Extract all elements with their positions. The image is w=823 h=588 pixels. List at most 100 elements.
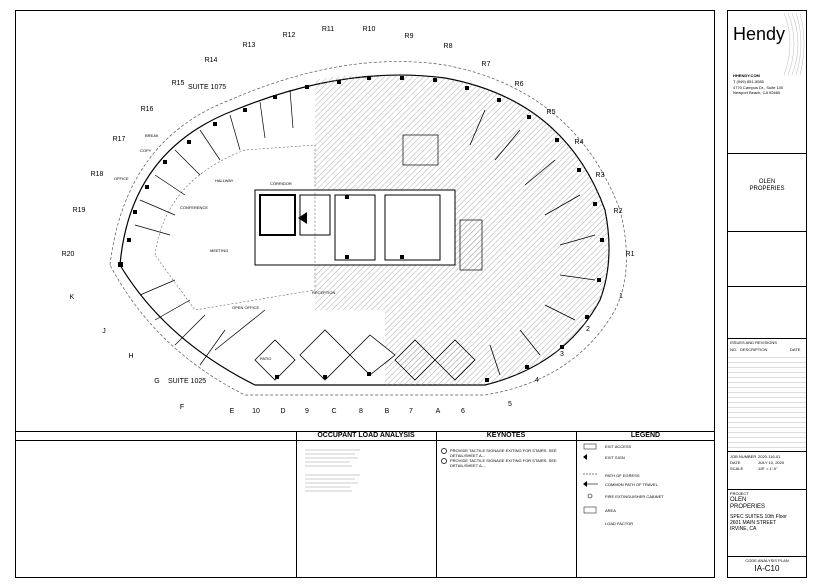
grid-label: R16: [140, 106, 154, 113]
grid-label: F: [179, 404, 185, 411]
grid-label: 9: [305, 408, 309, 415]
legend-item: EXIT ACCESS: [605, 444, 632, 449]
grid-label: R6: [514, 81, 524, 88]
legend-item: FIRE EXTINGUISHER CABINET: [605, 494, 664, 499]
panel-header-divider: [15, 440, 715, 441]
date-label: DATE: [730, 460, 741, 465]
grid-label: H: [128, 353, 134, 360]
grid-label: K: [69, 294, 75, 301]
grid-label: 1: [619, 293, 623, 300]
keynote-text: PROVIDE TACTILE SIGNAGE EXITING FOR STAI…: [450, 448, 557, 458]
drawing-sheet: [15, 10, 715, 578]
legend-item: COMMON PATH OF TRAVEL: [605, 482, 658, 487]
sheet-number: IA-C10: [754, 564, 780, 573]
grid-label: R9: [404, 33, 414, 40]
scale-value: 1/8" = 1'-0": [758, 466, 778, 471]
project-name-1: OLEN: [730, 497, 747, 503]
keynote-bubble: [441, 458, 447, 464]
room-label: COPY: [140, 148, 152, 153]
grid-label: R14: [204, 57, 218, 64]
client-name-2: PROPERIES: [749, 186, 785, 192]
legend-item: EXIT SIGN: [605, 455, 625, 460]
grid-label: C: [331, 408, 337, 415]
revisions-title: ISSUES AND REVISIONS: [730, 340, 777, 345]
scale-label: SCALE: [730, 466, 744, 471]
client-name-1: OLEN: [758, 179, 776, 185]
title-block: Hendy HHENDY.COM T (949) 851-5085 4770 C…: [727, 10, 807, 578]
room-label: CORRIDOR: [270, 181, 292, 186]
grid-label: 2: [586, 326, 590, 333]
rev-col-desc: DESCRIPTION: [740, 347, 768, 352]
grid-label: B: [384, 408, 390, 415]
project-city: IRVINE, CA: [730, 526, 757, 532]
grid-label: E: [229, 408, 235, 415]
grid-label: R2: [613, 208, 623, 215]
tb-divider: [728, 286, 806, 287]
brand-pattern: [783, 13, 805, 75]
grid-label: R7: [481, 61, 491, 68]
brand-phone: T (949) 851-5085: [733, 79, 764, 84]
tb-divider: [728, 338, 806, 339]
grid-label: 4: [535, 377, 539, 384]
grid-label: R18: [90, 171, 104, 178]
grid-label: G: [154, 378, 160, 385]
legend-item: PATH OF EGRESS: [605, 473, 640, 478]
bottom-panel-row: [15, 431, 715, 578]
room-label: OFFICE: [114, 176, 129, 181]
grid-label: R8: [443, 43, 453, 50]
tb-divider: [728, 556, 806, 557]
tb-divider: [728, 231, 806, 232]
grid-label: R5: [546, 109, 556, 116]
grid-label: R3: [595, 172, 605, 179]
grid-label: 8: [359, 408, 363, 415]
keynote-text: PROVIDE TACTILE SIGNAGE EXITING FOR STAI…: [450, 458, 557, 468]
tb-divider: [728, 153, 806, 154]
grid-label: R15: [171, 80, 185, 87]
grid-label: R20: [61, 251, 75, 258]
brand-url: HHENDY.COM: [733, 73, 760, 78]
sheet-title: CODE ANALYSIS PLAN: [745, 558, 789, 563]
job-number-label: JOB NUMBER: [730, 454, 757, 459]
project-name-2: PROPERIES: [730, 504, 766, 510]
room-label: PATIO: [260, 356, 272, 361]
grid-label: R11: [321, 26, 335, 33]
grid-label: 3: [560, 351, 564, 358]
tb-divider: [728, 451, 806, 452]
grid-label: 6: [461, 408, 465, 415]
grid-label: 10: [252, 408, 260, 415]
revisions-table: [728, 353, 806, 449]
grid-label: R19: [72, 207, 86, 214]
job-number: 2020-116-01: [758, 454, 781, 459]
brand-address-1: 4770 Campus Dr., Suite 100: [733, 85, 784, 90]
floor-plan: [109, 61, 627, 396]
suite-label: SUITE 1025: [168, 378, 207, 385]
date-value: JULY 10, 2020: [758, 460, 785, 465]
panel-divider: [436, 431, 437, 578]
grid-label: R1: [625, 251, 635, 258]
grid-label: R12: [282, 32, 296, 39]
grid-label: R10: [362, 26, 376, 33]
panel-divider: [296, 431, 297, 578]
project-street: 2601 MAIN STREET: [730, 520, 777, 526]
project-label: PROJECT: [730, 491, 749, 496]
room-label: BREAK: [145, 133, 159, 138]
room-label: RECEPTION: [312, 290, 336, 295]
panel-divider: [576, 431, 577, 578]
room-label: OPEN OFFICE: [232, 305, 260, 310]
brand-logo: Hendy: [733, 24, 786, 44]
rev-col-date: DATE: [790, 347, 801, 352]
rev-col-no: NO.: [730, 347, 738, 352]
room-label: CONFERENCE: [180, 205, 209, 210]
grid-label: A: [435, 408, 441, 415]
grid-label: 7: [409, 408, 413, 415]
grid-label: 5: [508, 401, 512, 408]
occupant-load-heading: OCCUPANT LOAD ANALYSIS: [317, 432, 415, 439]
grid-label: J: [102, 328, 106, 335]
suite-label: SUITE 1075: [188, 84, 227, 91]
grid-label: R4: [574, 139, 584, 146]
legend-heading: LEGEND: [630, 432, 661, 439]
legend-item: LOAD FACTOR: [605, 521, 634, 526]
room-label: MEETING: [210, 248, 229, 253]
keynote-bubble: [441, 448, 447, 454]
grid-label: R13: [242, 42, 256, 49]
